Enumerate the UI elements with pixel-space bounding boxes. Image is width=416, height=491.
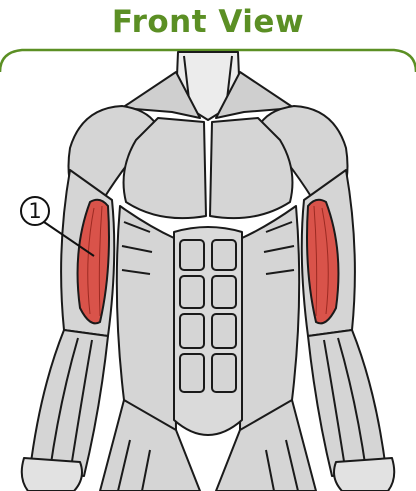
hand-right xyxy=(334,458,394,491)
forearm-right xyxy=(308,330,386,476)
ab-3-left xyxy=(180,314,204,348)
ab-1-right xyxy=(212,240,236,270)
ab-3-right xyxy=(212,314,236,348)
hand-left xyxy=(22,458,82,491)
callout-1-marker: 1 xyxy=(20,196,50,226)
ab-4-right xyxy=(212,354,236,392)
ab-2-right xyxy=(212,276,236,308)
ab-4-left xyxy=(180,354,204,392)
ab-2-left xyxy=(180,276,204,308)
ab-1-left xyxy=(180,240,204,270)
forearm-left xyxy=(30,330,108,476)
